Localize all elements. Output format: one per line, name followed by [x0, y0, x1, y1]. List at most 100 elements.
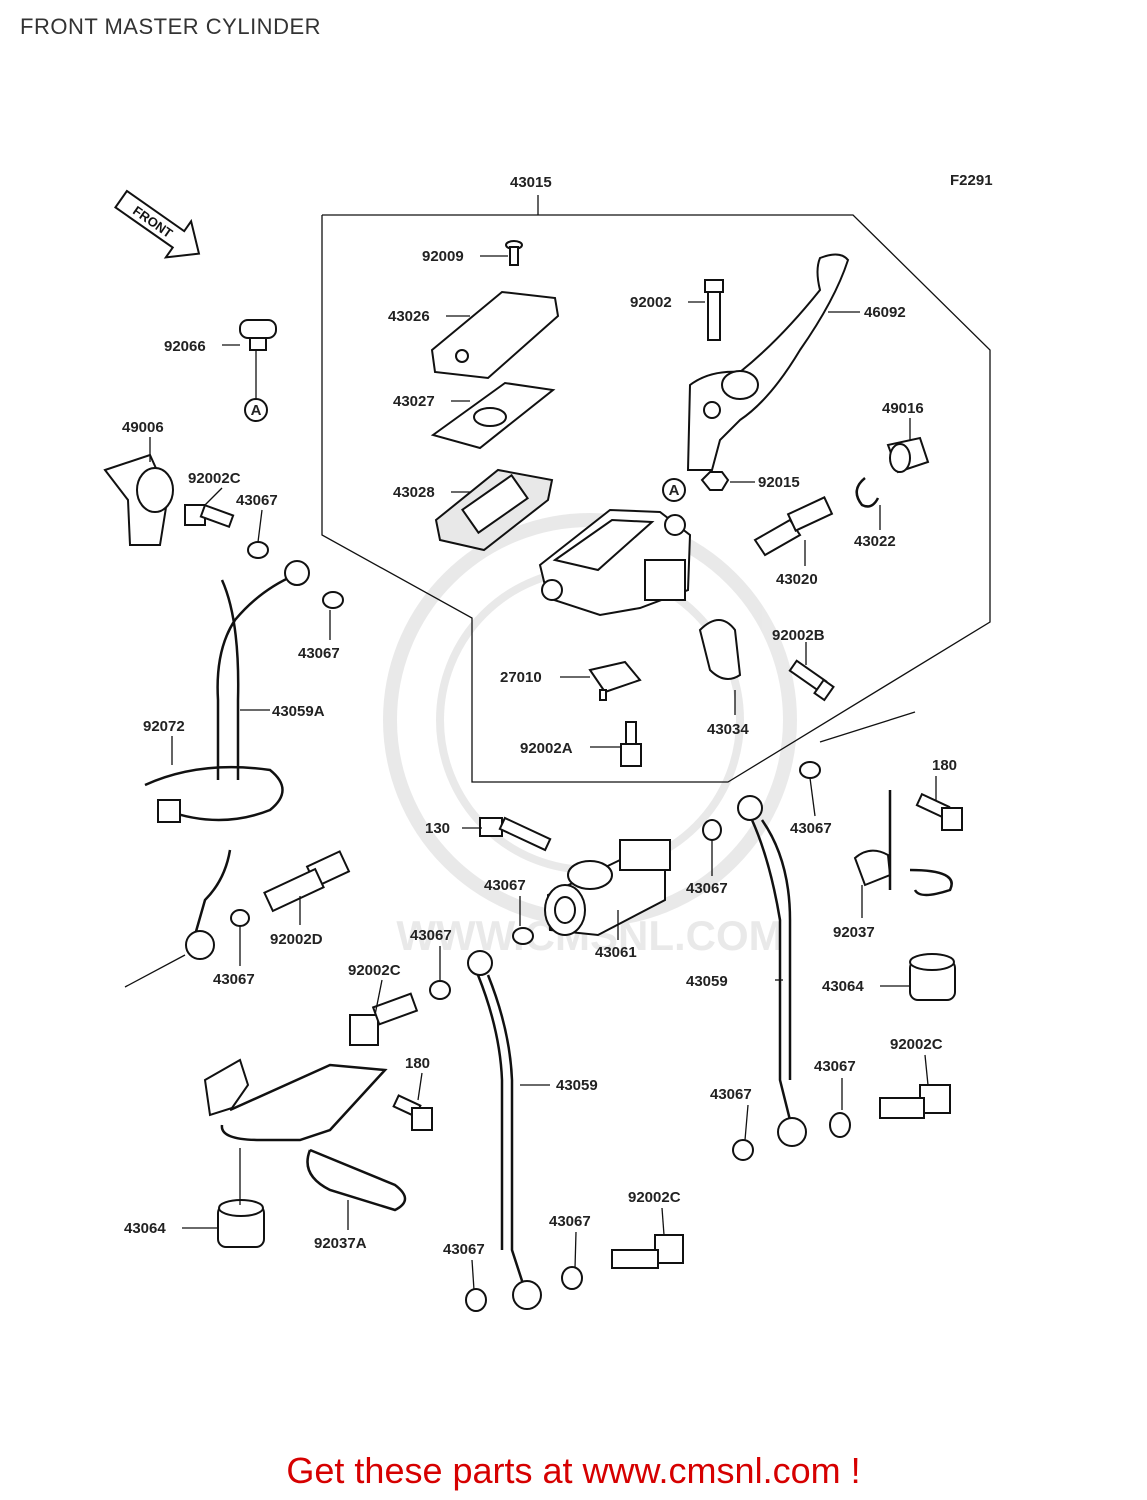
- callout-43067-k: 43067: [549, 1213, 591, 1230]
- nut-92015: [700, 471, 730, 491]
- ref-marker-a-right: A: [662, 478, 686, 502]
- assembly-outline: [321, 214, 991, 783]
- reservoir-cap-43026: [430, 290, 560, 380]
- callout-180-b: 180: [405, 1055, 430, 1072]
- callout-92037A: 92037A: [314, 1235, 367, 1252]
- holder-43034: [698, 619, 742, 680]
- bolt-180-a: [392, 1094, 433, 1131]
- callout-92002: 92002: [630, 294, 672, 311]
- front-arrow-icon: FRONT: [114, 189, 201, 259]
- callout-43067-d: 43067: [790, 820, 832, 837]
- svg-text:A: A: [251, 402, 262, 419]
- callout-180-a: 180: [932, 757, 957, 774]
- callout-43067-i: 43067: [814, 1058, 856, 1075]
- callout-92037: 92037: [833, 924, 875, 941]
- screw-92002A: [620, 721, 642, 767]
- master-cylinder-body: [538, 508, 692, 617]
- callout-43059-a: 43059: [686, 973, 728, 990]
- callout-43059-b: 43059: [556, 1077, 598, 1094]
- callout-92002C-b: 92002C: [348, 962, 401, 979]
- callout-49016: 49016: [882, 400, 924, 417]
- callout-labels: 43015 92009 43026 43027 43028 92002 4609…: [122, 174, 957, 1258]
- ref-marker-a-left: A: [244, 398, 268, 422]
- callout-92009: 92009: [422, 248, 464, 265]
- callout-43064-a: 43064: [822, 978, 864, 995]
- washer-43067-d: [799, 761, 821, 779]
- bolt-92002C-b: [349, 992, 419, 1046]
- cap-92066: [239, 319, 277, 351]
- svg-text:A: A: [669, 482, 680, 499]
- bolt-92002C-d: [611, 1234, 684, 1269]
- washer-43067-h: [732, 1139, 754, 1161]
- washer-43067-g: [429, 980, 451, 1000]
- grommet-43064-a: [909, 953, 956, 1001]
- callout-49006: 49006: [122, 419, 164, 436]
- grommet-43064-b: [217, 1199, 265, 1248]
- brake-hose-43059-center: [467, 950, 542, 1310]
- bolt-92002C-a: [184, 503, 235, 529]
- callout-43067-b: 43067: [298, 645, 340, 662]
- callout-92002A: 92002A: [520, 740, 573, 757]
- washer-43067-b: [322, 591, 344, 609]
- callout-46092: 46092: [864, 304, 906, 321]
- bolt-92002C-c: [879, 1084, 951, 1119]
- screw-92009: [505, 240, 523, 266]
- washer-43067-a: [247, 541, 269, 559]
- switch-27010: [588, 660, 642, 701]
- washer-43067-k: [561, 1266, 583, 1290]
- callout-43022: 43022: [854, 533, 896, 550]
- callout-43020: 43020: [776, 571, 818, 588]
- callout-92002C-d: 92002C: [628, 1189, 681, 1206]
- circlip-43022: [855, 477, 880, 508]
- cylinder-43061: [544, 839, 671, 937]
- boot-49016: [886, 436, 930, 474]
- callout-43067-j: 43067: [443, 1241, 485, 1258]
- callout-92002D: 92002D: [270, 931, 323, 948]
- washer-43067-i: [829, 1112, 851, 1138]
- piston-assembly-43020: [753, 496, 834, 557]
- callout-43061: 43061: [595, 944, 637, 961]
- bracket-92037: [853, 790, 953, 897]
- callout-92066: 92066: [164, 338, 206, 355]
- footer-link[interactable]: Get these parts at www.cmsnl.com !: [286, 1450, 861, 1491]
- callout-130: 130: [425, 820, 450, 837]
- callout-27010: 27010: [500, 669, 542, 686]
- callout-43026: 43026: [388, 308, 430, 325]
- washer-43067-j: [465, 1288, 487, 1312]
- callout-43067-f: 43067: [686, 880, 728, 897]
- callout-43059A: 43059A: [272, 703, 325, 720]
- page-title: FRONT MASTER CYLINDER: [20, 14, 322, 39]
- callout-43067-a: 43067: [236, 492, 278, 509]
- bolt-180-b: [915, 792, 963, 831]
- callout-43067-h: 43067: [710, 1086, 752, 1103]
- figure-code: F2291: [950, 172, 993, 189]
- callout-92002B: 92002B: [772, 627, 825, 644]
- bracket-92037A: [203, 1058, 407, 1212]
- parts-diagram: WWW.CMSNL.COM F2291 FRONT: [103, 172, 993, 1312]
- washer-43067-f: [702, 819, 722, 841]
- pivot-bolt-92002: [704, 279, 724, 341]
- bolt-92002B: [788, 659, 835, 702]
- callout-92002C-c: 92002C: [890, 1036, 943, 1053]
- bolt-92002D: [263, 850, 351, 913]
- callout-92002C-a: 92002C: [188, 470, 241, 487]
- callout-43064-b: 43064: [124, 1220, 166, 1237]
- washer-43067-c: [230, 909, 250, 927]
- callout-43027: 43027: [393, 393, 435, 410]
- callout-43028: 43028: [393, 484, 435, 501]
- brake-hose-43059A: [216, 573, 296, 780]
- brake-lever-46092: [686, 253, 850, 471]
- callout-43067-e: 43067: [484, 877, 526, 894]
- callout-43034: 43034: [707, 721, 749, 738]
- leader-lines: [149, 255, 937, 1291]
- bolt-130: [479, 816, 552, 852]
- callout-92015: 92015: [758, 474, 800, 491]
- cover-49006: [103, 453, 174, 546]
- callout-43067-c: 43067: [213, 971, 255, 988]
- callout-43067-g: 43067: [410, 927, 452, 944]
- washer-43067-e: [512, 927, 534, 945]
- callout-92072: 92072: [143, 718, 185, 735]
- brake-hose-43059-right: [737, 795, 807, 1147]
- clamp-band-92072: [144, 765, 284, 822]
- callout-43015: 43015: [510, 174, 552, 191]
